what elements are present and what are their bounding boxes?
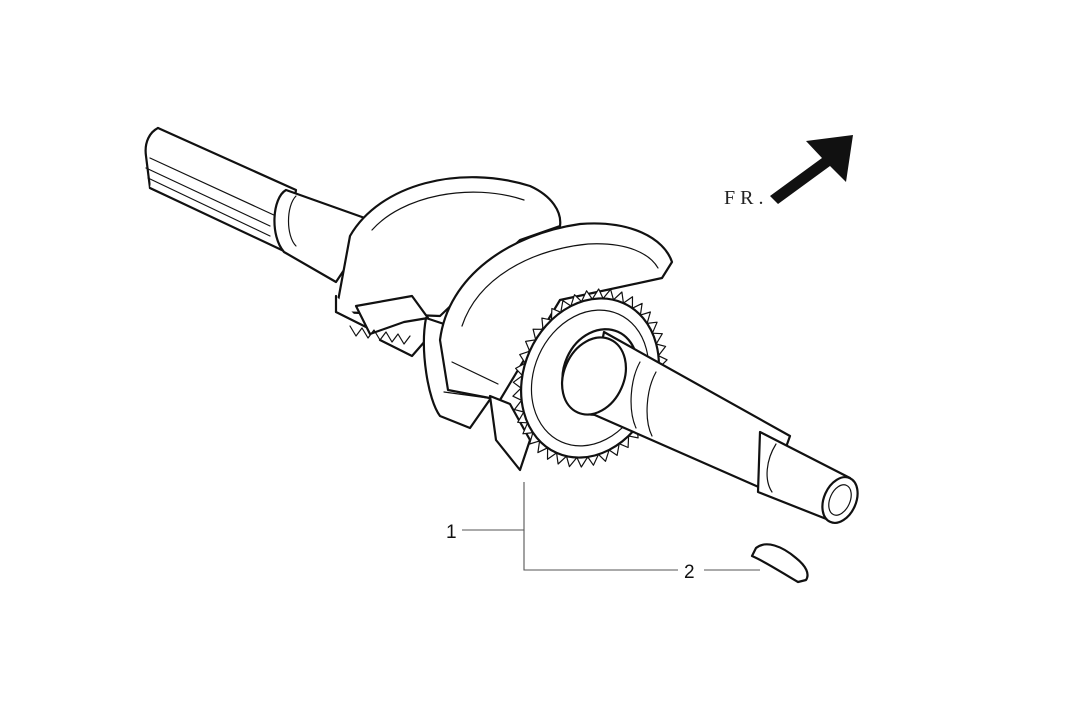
rear-crank-web [334,176,562,358]
crankshaft-illustration [144,126,859,524]
callout-2: 2 [684,562,695,583]
front-crank-web [438,222,674,472]
leader-line-2 [523,530,678,571]
left-shaft [144,126,378,284]
output-shaft [561,328,859,524]
callout-leaders [462,482,760,571]
woodruff-key-illustration [750,543,809,584]
front-label: FR. [724,187,768,209]
callout-1: 1 [446,522,457,543]
orientation-indicator: FR. [724,135,853,209]
leader-line-1 [462,482,525,531]
arrow-up-right-icon [770,135,853,204]
